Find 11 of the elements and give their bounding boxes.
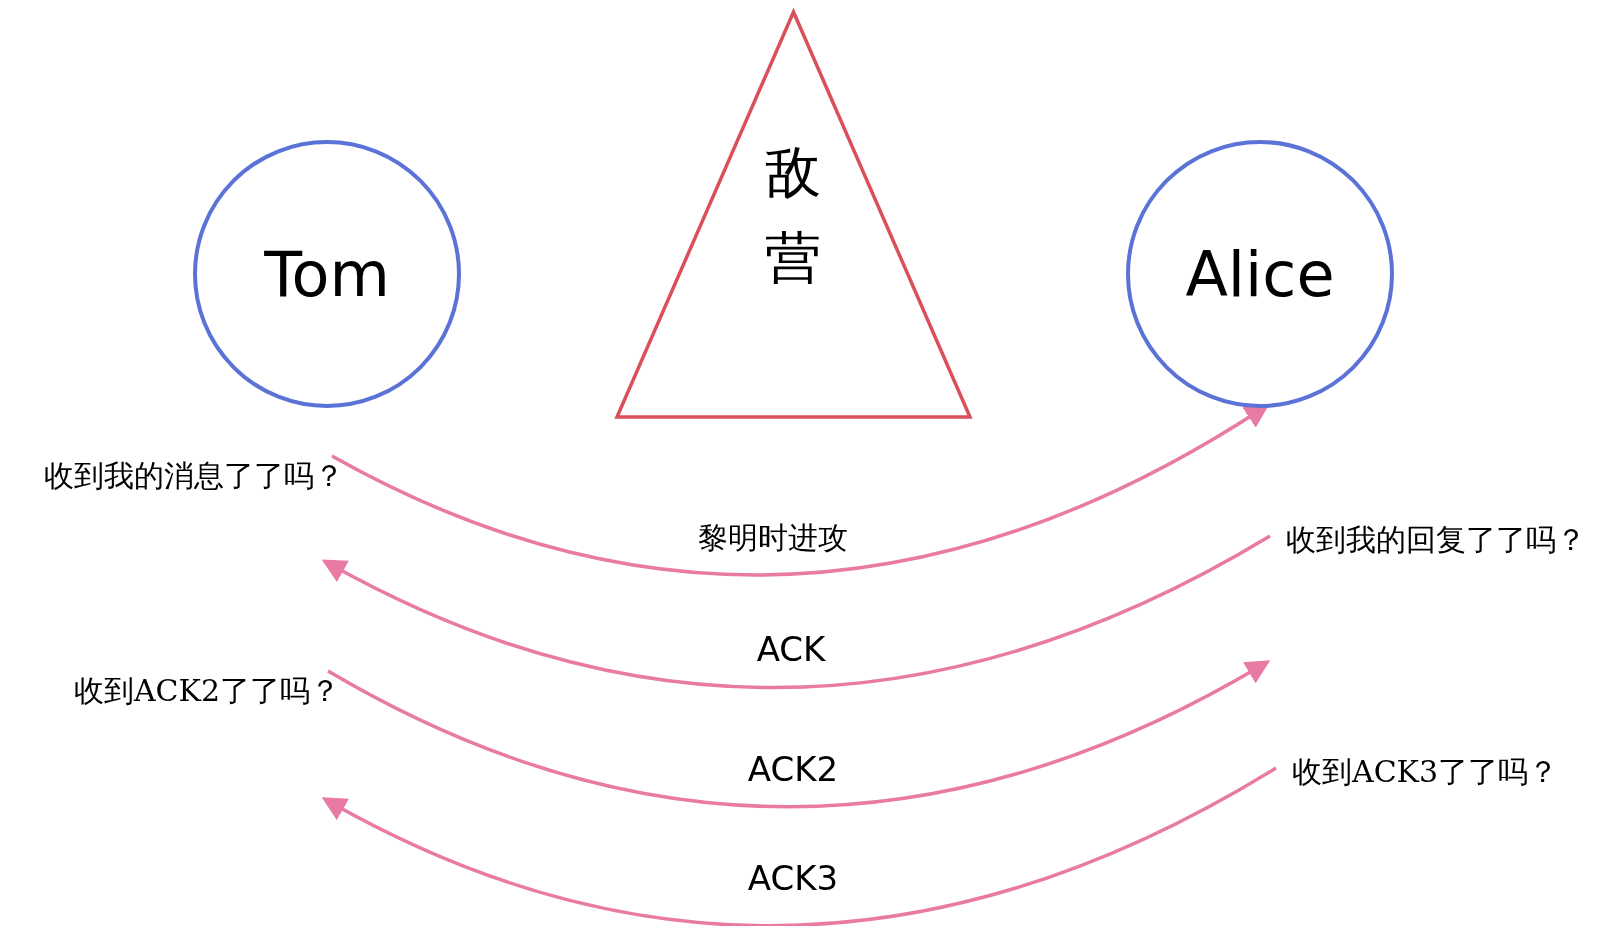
- node-label: 敌营: [764, 138, 823, 292]
- question-text: 收到我的回复了了吗？: [1286, 521, 1586, 559]
- arrow: [321, 766, 1277, 926]
- node-label: Alice: [1185, 237, 1335, 311]
- arrow: [321, 534, 1271, 689]
- question-text: 收到ACK2了了吗？: [73, 672, 340, 710]
- arrow: [327, 660, 1271, 809]
- node-label: Tom: [264, 237, 390, 311]
- question-text: 收到ACK3了了吗？: [1292, 753, 1559, 791]
- question-text: 收到我的消息了了吗？: [44, 457, 344, 495]
- arrow: [331, 404, 1270, 576]
